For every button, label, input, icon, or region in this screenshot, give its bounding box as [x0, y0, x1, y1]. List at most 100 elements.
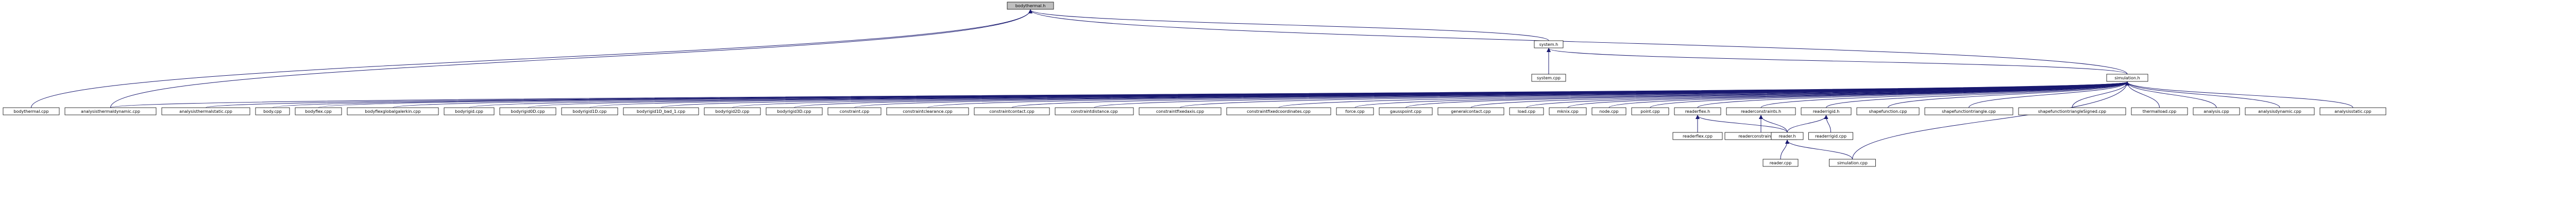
node-label: simulation.h	[2114, 76, 2140, 80]
node-box	[766, 107, 823, 115]
node-box	[1534, 40, 1564, 48]
node-box	[2106, 74, 2148, 82]
node-readerrigid-h[interactable]: readerrigid.h	[1801, 107, 1852, 115]
node-label: bodyrigid1D.cpp	[572, 109, 606, 114]
node-simulation-cpp[interactable]: simulation.cpp	[1829, 159, 1876, 167]
edge-simulation_cpp-to-reader_h	[1785, 140, 1853, 160]
edge-reader_cpp-to-reader_h	[1780, 140, 1789, 160]
edge-simulation_cpp-to-simulation_h	[1852, 81, 2129, 160]
edge-readerrigid_h-to-simulation_h	[1826, 81, 2129, 108]
edge-load_cpp-to-simulation_h	[1526, 81, 2129, 108]
node-analysisthermalstatic-cpp[interactable]: analysisthermalstatic.cpp	[161, 107, 250, 115]
node-constraintfixedcoordinates-cpp[interactable]: constraintfixedcoordinates.cpp	[1226, 107, 1331, 115]
edge-system_h-to-bodythermal_h	[1028, 9, 1549, 41]
node-analysisdynamic-cpp[interactable]: analysisdynamic.cpp	[2245, 107, 2315, 115]
node-shapefunction-cpp[interactable]: shapefunction.cpp	[1856, 107, 1920, 115]
node-label: bodyrigid3D.cpp	[777, 109, 811, 114]
node-label: constraintfixedcoordinates.cpp	[1247, 109, 1311, 114]
node-constraintfixedaxis-cpp[interactable]: constraintfixedaxis.cpp	[1139, 107, 1222, 115]
node-bodythermal-cpp[interactable]: bodythermal.cpp	[3, 107, 60, 115]
node-readerflex-h[interactable]: readerflex.h	[1674, 107, 1721, 115]
node-box	[1672, 132, 1723, 140]
node-label: bodyrigid2D.cpp	[715, 109, 749, 114]
node-box	[295, 107, 342, 115]
node-box	[1591, 107, 1626, 115]
node-simulation-h[interactable]: simulation.h	[2106, 74, 2148, 82]
node-label: force.cpp	[1345, 109, 1364, 114]
node-generalcontact-cpp[interactable]: generalcontact.cpp	[1437, 107, 1504, 115]
node-bodyrigid1d-cpp[interactable]: bodyrigid1D.cpp	[561, 107, 618, 115]
node-mknix-cpp[interactable]: mknix.cpp	[1549, 107, 1587, 115]
node-label: constraintcontact.cpp	[989, 109, 1034, 114]
edge-reader_h-to-readerconstraints_h	[1759, 115, 1788, 133]
node-box	[1856, 107, 1920, 115]
node-point-cpp[interactable]: point.cpp	[1631, 107, 1669, 115]
node-label: bodythermal.cpp	[13, 109, 48, 114]
node-box	[1801, 107, 1852, 115]
node-label: readerflex.h	[1685, 109, 1710, 114]
node-box	[499, 107, 556, 115]
node-bodyflex-cpp[interactable]: bodyflex.cpp	[295, 107, 342, 115]
node-box	[1055, 107, 1134, 115]
node-label: bodyflex.cpp	[305, 109, 331, 114]
node-bodyflexglobalgalerkin-cpp[interactable]: bodyflexglobalgalerkin.cpp	[347, 107, 439, 115]
node-bodythermal-h[interactable]: bodythermal.h	[1007, 2, 1054, 10]
node-label: simulation.cpp	[1837, 161, 1868, 165]
node-label: analysisdynamic.cpp	[2258, 109, 2301, 114]
node-force-cpp[interactable]: force.cpp	[1336, 107, 1374, 115]
node-bodyrigid2d-cpp[interactable]: bodyrigid2D.cpp	[704, 107, 761, 115]
node-thermalload-cpp[interactable]: thermalload.cpp	[2131, 107, 2188, 115]
node-label: constraintfixedaxis.cpp	[1156, 109, 1204, 114]
node-readerrigid-cpp[interactable]: readerrigid.cpp	[1808, 132, 1853, 140]
node-box	[3, 107, 60, 115]
node-label: mknix.cpp	[1557, 109, 1579, 114]
node-constraintdistance-cpp[interactable]: constraintdistance.cpp	[1055, 107, 1134, 115]
node-label: readerrigid.cpp	[1815, 134, 1846, 139]
node-bodyrigid3d-cpp[interactable]: bodyrigid3D.cpp	[766, 107, 823, 115]
node-box	[1007, 2, 1054, 10]
node-bodyrigid-cpp[interactable]: bodyrigid.cpp	[444, 107, 495, 115]
node-box	[1829, 159, 1876, 167]
node-constraint-cpp[interactable]: constraint.cpp	[827, 107, 882, 115]
edge-simulation_h-to-bodythermal_h	[1028, 9, 2128, 75]
node-box	[704, 107, 761, 115]
node-load-cpp[interactable]: load.cpp	[1509, 107, 1544, 115]
node-constraintclearance-cpp[interactable]: constraintclearance.cpp	[886, 107, 969, 115]
node-reader-cpp[interactable]: reader.cpp	[1762, 159, 1799, 167]
node-analysisstatic-cpp[interactable]: analysisstatic.cpp	[2319, 107, 2386, 115]
node-box	[561, 107, 618, 115]
node-label: bodyflexglobalgalerkin.cpp	[365, 109, 420, 114]
node-label: generalcontact.cpp	[1451, 109, 1490, 114]
node-bodyrigid0d-cpp[interactable]: bodyrigid0D.cpp	[499, 107, 556, 115]
node-reader-h[interactable]: reader.h	[1771, 132, 1804, 140]
node-shapefunctiontriangle-cpp[interactable]: shapefunctiontriangle.cpp	[1924, 107, 2013, 115]
node-label: node.cpp	[1599, 109, 1618, 114]
node-gausspoint-cpp[interactable]: gausspoint.cpp	[1379, 107, 1433, 115]
node-constraintcontact-cpp[interactable]: constraintcontact.cpp	[974, 107, 1050, 115]
node-box	[886, 107, 969, 115]
node-label: shapefunctiontriangleSigned.cpp	[2038, 109, 2106, 114]
edge-shapefunction_cpp-to-simulation_h	[1888, 81, 2129, 108]
node-shapefunctiontrianglesigned-cpp[interactable]: shapefunctiontriangleSigned.cpp	[2018, 107, 2126, 115]
node-system-h[interactable]: system.h	[1534, 40, 1564, 48]
node-box	[64, 107, 157, 115]
node-readerflex-cpp[interactable]: readerflex.cpp	[1672, 132, 1723, 140]
node-bodyrigid1d-bad-1-cpp[interactable]: bodyrigid1D_bad_1.cpp	[623, 107, 699, 115]
edge-reader_h-to-readerflex_h	[1696, 115, 1788, 133]
node-box	[1808, 132, 1853, 140]
node-label: constraint.cpp	[840, 109, 869, 114]
node-box	[1379, 107, 1433, 115]
node-box	[1336, 107, 1374, 115]
node-readerconstraints-h[interactable]: readerconstraints.h	[1726, 107, 1796, 115]
node-label: shapefunctiontriangle.cpp	[1942, 109, 1996, 114]
node-label: gausspoint.cpp	[1390, 109, 1421, 114]
edge-readerconstraints_h-to-simulation_h	[1760, 81, 2129, 108]
node-body-cpp[interactable]: body.cpp	[255, 107, 290, 115]
node-system-cpp[interactable]: system.cpp	[1531, 74, 1566, 82]
node-analysis-cpp[interactable]: analysis.cpp	[2193, 107, 2240, 115]
node-analysisthermaldynamic-cpp[interactable]: analysisthermaldynamic.cpp	[64, 107, 157, 115]
node-node-cpp[interactable]: node.cpp	[1591, 107, 1626, 115]
node-box	[161, 107, 250, 115]
node-label: constraintclearance.cpp	[903, 109, 952, 114]
